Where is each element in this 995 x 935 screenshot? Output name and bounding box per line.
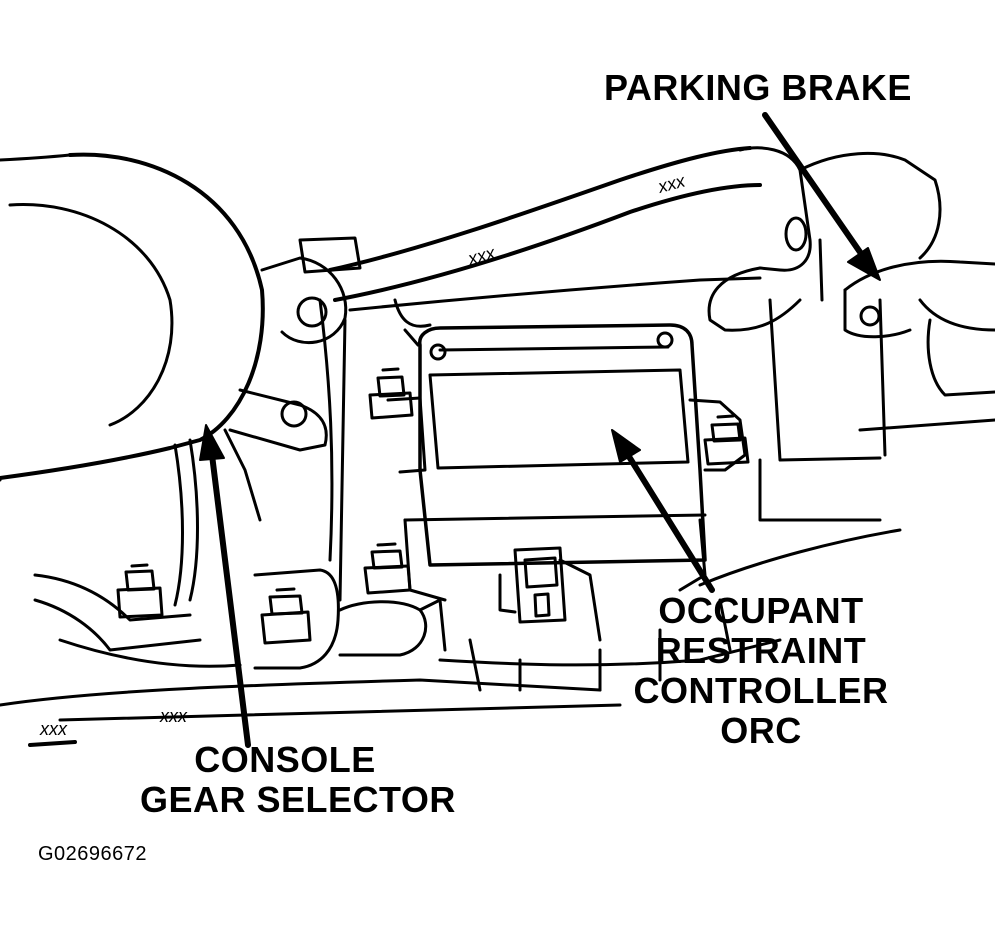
bolt-center-lower [363,542,412,595]
floor-tunnel [318,276,762,602]
figure-id: G02696672 [38,843,148,865]
bracket-left [223,256,348,522]
orc-label-line-1: OCCUPANT [658,590,864,631]
bolt-bracket [260,587,312,645]
arrow-parking-brake [762,112,881,281]
leader-arrows [199,112,881,748]
tick-mark-lower-center: xxx [159,706,188,726]
tick-mark-upper-right: xxx [655,170,688,197]
wiring-harness-upper [298,146,762,328]
bolt-left-lower [116,563,164,619]
orc-label-line-4: ORC [720,710,802,751]
parking-brake-label: PARKING BRAKE [604,68,912,108]
orc-module [386,323,747,602]
parking-brake-assembly [707,146,995,522]
console-label-line-2: GEAR SELECTOR [140,779,456,820]
lower-strap [253,568,447,670]
floor-lower [0,528,902,747]
mounting-bolts [116,367,750,645]
orc-connector [498,546,602,642]
tick-mark-upper-left: xxx [465,242,498,269]
console-gear-selector-label: CONSOLE GEAR SELECTOR [140,739,456,820]
arrow-console [199,424,251,748]
bolt-upper-left [368,367,414,420]
orc-label-line-3: CONTROLLER [633,670,889,711]
console-label-line-1: CONSOLE [194,739,376,780]
gear-selector-dome [0,152,265,482]
arrow-orc [611,429,715,593]
parking-brake-text: PARKING BRAKE [604,67,912,108]
orc-label-line-2: RESTRAINT [655,630,867,671]
tick-mark-lower-left: xxx [39,719,68,739]
wiring-harness-lower [173,438,199,607]
orc-label: OCCUPANT RESTRAINT CONTROLLER ORC [630,591,892,751]
bolt-right [703,414,750,466]
